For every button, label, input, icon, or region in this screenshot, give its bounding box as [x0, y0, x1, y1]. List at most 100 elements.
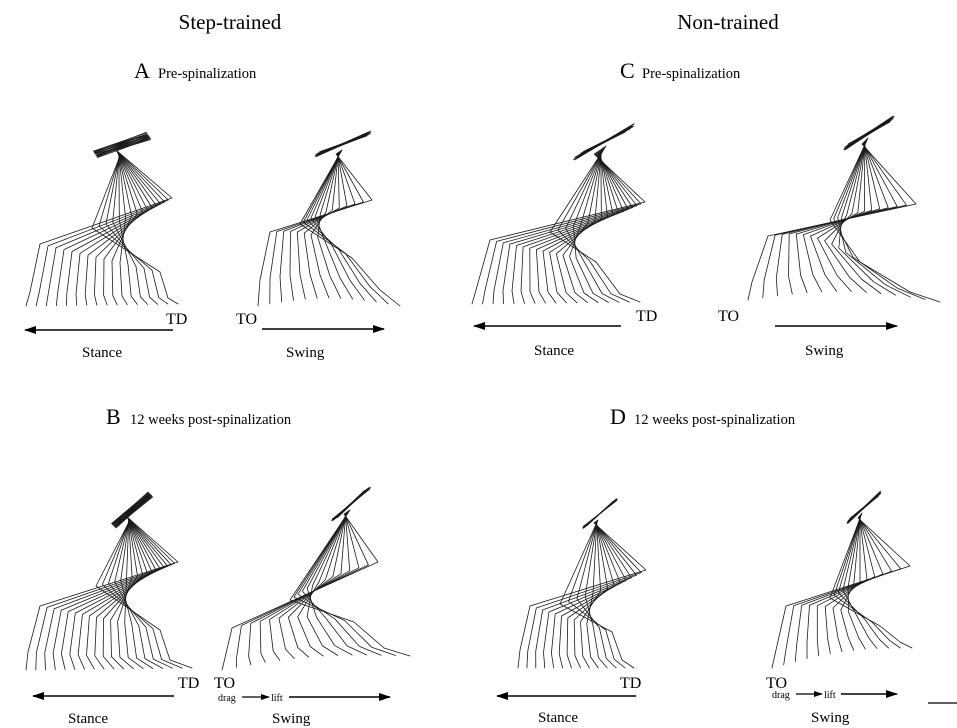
limb-stick	[824, 139, 867, 293]
panel-c-swing-sticks	[747, 115, 941, 303]
pelvis-segment	[93, 131, 147, 153]
limb-stick	[566, 521, 615, 669]
panel-c-heading: C Pre-spinalization	[620, 58, 741, 83]
panel-b-annotations: TD Stance TO drag lift Swing	[32, 675, 391, 727]
column-title-step-trained: Step-trained	[179, 10, 282, 34]
limb-stick	[542, 149, 608, 304]
limb-stick	[576, 520, 617, 669]
limb-stick	[310, 151, 340, 299]
panel-c-swing-label: Swing	[805, 343, 844, 359]
limb-stick	[775, 142, 898, 297]
limb-stick	[45, 150, 166, 307]
limb-stick	[269, 512, 347, 661]
limb-stick	[105, 154, 159, 305]
limb-stick	[817, 140, 866, 292]
panel-d-lift-label: lift	[824, 690, 836, 701]
panel-b-swing-label: Swing	[272, 711, 311, 727]
limb-stick	[747, 143, 917, 301]
limb-stick	[84, 151, 149, 306]
limb-stick	[829, 512, 913, 649]
limb-stick	[66, 151, 158, 306]
panel-b-stance-label: Stance	[68, 711, 108, 727]
limb-stick	[35, 515, 176, 671]
limb-stick	[124, 518, 144, 669]
limb-stick	[795, 141, 881, 294]
limb-stick	[293, 509, 396, 656]
limb-stick	[492, 152, 638, 305]
stick-figures-layer	[25, 115, 941, 671]
limb-stick	[810, 140, 866, 292]
limb-stick	[120, 518, 154, 669]
limb-stick	[549, 145, 641, 303]
limb-stick	[95, 519, 193, 669]
limb-stick	[511, 151, 629, 304]
limb-stick	[102, 517, 144, 670]
panel-a-caption: Pre-spinalization	[158, 66, 257, 82]
limb-stick	[580, 520, 601, 669]
limb-stick	[118, 153, 138, 305]
panel-d-swing-to: TO	[766, 675, 787, 692]
limb-stick	[529, 150, 619, 304]
limb-stick	[259, 512, 351, 663]
limb-stick	[61, 516, 165, 670]
limb-stick	[783, 517, 902, 666]
limb-stick	[551, 521, 627, 669]
limb-stick	[289, 152, 348, 301]
limb-stick	[840, 514, 861, 651]
limb-stick	[842, 513, 878, 649]
panel-d-stance-sticks	[517, 498, 647, 669]
limb-stick	[536, 150, 614, 304]
limb-stick	[471, 153, 646, 305]
limb-stick	[788, 142, 889, 295]
limb-stick	[317, 151, 342, 299]
limb-stick	[108, 519, 173, 669]
panel-d-swing-label: Swing	[811, 710, 850, 726]
limb-stick	[562, 148, 603, 304]
limb-stick	[44, 516, 172, 671]
pelvis-segment	[114, 496, 154, 528]
limb-stick	[803, 141, 873, 293]
limb-stick	[111, 153, 133, 306]
limb-stick	[110, 518, 138, 670]
limb-stick	[296, 152, 340, 300]
limb-stick	[762, 143, 907, 299]
limb-stick	[482, 153, 642, 305]
limb-stick	[586, 520, 599, 669]
limb-stick	[25, 515, 179, 671]
limb-stick	[56, 150, 162, 307]
panel-d-drag-label: drag	[772, 690, 790, 701]
panel-c-swing-to: TO	[718, 308, 739, 325]
pelvis-segment	[320, 130, 372, 154]
limb-stick	[559, 519, 635, 669]
pelvis-segment	[585, 123, 635, 153]
panel-d-heading: D 12 weeks post-spinalization	[610, 404, 796, 429]
panel-b-letter: B	[106, 404, 121, 429]
limb-stick	[584, 520, 608, 669]
limb-stick	[117, 518, 134, 670]
limb-stick	[838, 138, 897, 296]
limb-stick	[837, 513, 890, 649]
limb-stick	[69, 516, 161, 670]
limb-stick	[289, 509, 411, 657]
panel-a-heading: A Pre-spinalization	[134, 58, 257, 83]
limb-stick	[221, 513, 379, 671]
panel-d-annotations: TD Stance TO drag lift Swing	[496, 675, 898, 726]
limb-stick	[114, 518, 164, 669]
pelvis-segment	[96, 137, 150, 156]
limb-stick	[269, 153, 364, 305]
limb-stick	[816, 515, 876, 657]
limb-stick	[25, 149, 173, 307]
limb-stick	[303, 151, 339, 299]
column-title-non-trained: Non-trained	[677, 10, 779, 34]
limb-stick	[526, 522, 642, 669]
limb-stick	[555, 148, 602, 304]
panel-c-stance-td: TD	[636, 308, 657, 325]
limb-stick	[299, 149, 401, 307]
limb-stick	[837, 138, 911, 298]
panel-a-stance-td: TD	[166, 311, 187, 328]
limb-stick	[502, 152, 634, 305]
limb-stick	[77, 517, 157, 670]
limb-stick	[257, 153, 373, 307]
limb-stick	[52, 516, 169, 670]
